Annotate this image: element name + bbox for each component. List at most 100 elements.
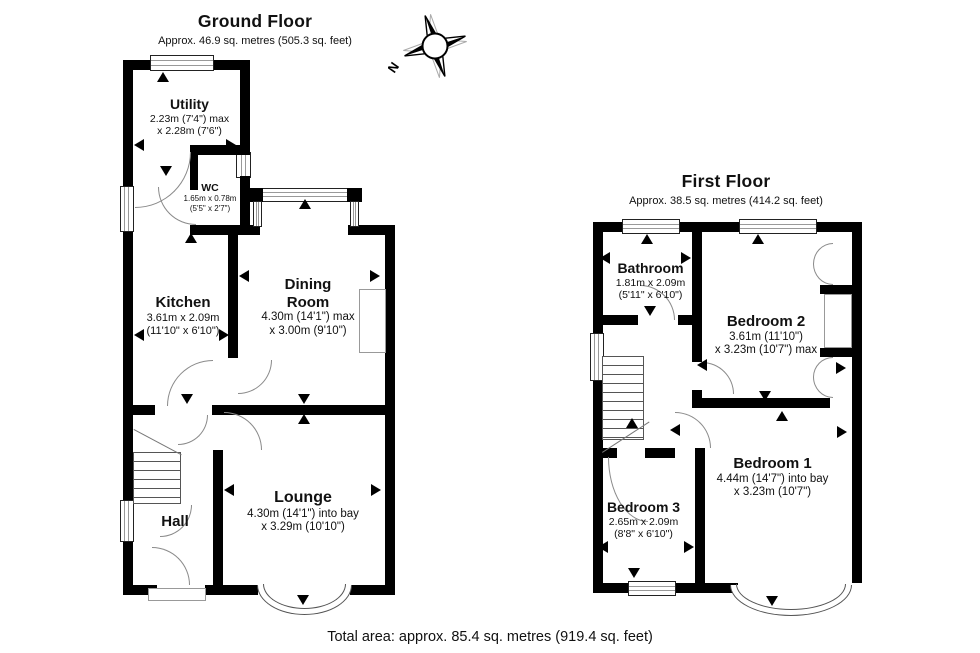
dimension-arrow-right [219,329,229,341]
wall [133,405,155,415]
wall [228,235,238,358]
window [236,152,251,178]
total-area-text: Total area: approx. 85.4 sq. metres (919… [327,629,653,645]
dimension-arrow-right [370,270,380,282]
wall [852,222,862,583]
door-arc [178,415,208,445]
dimension-arrow-up [776,411,788,421]
wall [123,232,133,502]
wall [205,585,258,595]
room-label-utility: Utility 2.23m (7'4") max x 2.28m (7'6") [137,96,242,137]
wall [190,145,250,155]
ground-floor-header: Ground Floor Approx. 46.9 sq. metres (50… [115,11,395,47]
room-label-bedroom-3: Bedroom 3 2.65m x 2.09m (8'8" x 6'10") [596,499,691,540]
room-dimensions: 3.61m x 2.09m [146,311,220,324]
dimension-arrow-up [185,233,197,243]
window [739,219,817,234]
wall [248,188,263,202]
ground-floor-subtitle: Approx. 46.9 sq. metres (505.3 sq. feet) [158,35,352,47]
window [628,581,676,596]
room-label-bedroom-1: Bedroom 1 4.44m (14'7") into bay x 3.23m… [690,455,855,500]
dimension-arrow-up [298,414,310,424]
dimension-arrow-left [239,270,249,282]
room-dimensions: x 3.23m (10'7") max [714,344,818,357]
wall [213,450,223,595]
room-dimensions: 2.65m x 2.09m [608,515,679,528]
front-door-arc [152,547,190,585]
room-dimensions: (5'5" x 2'7") [189,203,231,213]
dimension-arrow-down [644,306,656,316]
dimension-arrow-up [641,234,653,244]
ground-floor-title: Ground Floor [197,11,313,31]
room-name: Bedroom 3 [606,499,681,515]
dimension-arrow-up [157,72,169,82]
dimension-arrow-down [160,166,172,176]
wall [190,225,260,235]
window [590,333,604,381]
room-dimensions: 2.23m (7'4") max [149,112,230,125]
dimension-arrow-down [766,596,778,606]
wall [692,222,702,362]
wall [695,398,830,408]
room-dimensions: x 2.28m (7'6") [157,124,222,137]
room-label-bedroom-2: Bedroom 2 3.61m (11'10") x 3.23m (10'7")… [695,313,837,358]
dimension-arrow-left [600,252,610,264]
door-arc [224,412,262,450]
chimney-breast [824,294,852,348]
room-dimensions: 4.30m (14'1") max [261,311,355,324]
room-name: Utility [170,96,209,112]
room-label-lounge: Lounge 4.30m (14'1") into bay x 3.29m (1… [233,489,373,535]
dimension-arrow-up [299,199,311,209]
room-label-dining-room: Dining Room 4.30m (14'1") max x 3.00m (9… [240,276,376,339]
window [350,201,359,227]
dimension-arrow-left [598,541,608,553]
dimension-arrow-right [684,541,694,553]
wall [593,315,638,325]
window [622,219,680,234]
bay-window [730,584,852,616]
room-name: Bedroom 2 [726,313,806,330]
room-dimensions: 4.30m (14'1") into bay [247,507,359,520]
dimension-arrow-right [837,426,847,438]
wall [603,448,617,458]
closet-door-arc [813,377,833,398]
wall [593,381,603,593]
first-floor-subtitle: Approx. 38.5 sq. metres (414.2 sq. feet) [629,195,823,207]
wall [190,145,198,190]
dimension-arrow-down [628,568,640,578]
room-name: Bathroom [617,260,684,276]
room-name: Dining Room [284,276,332,311]
room-dimensions: x 3.00m (9'10") [269,324,347,337]
room-dimensions: 1.81m x 2.09m [615,276,686,289]
room-dimensions: x 3.23m (10'7") [733,486,812,499]
room-dimensions: (8'8" x 6'10") [614,527,673,540]
room-label-hall: Hall [152,513,198,531]
compass-rose-icon: N [388,14,467,78]
wall [593,222,862,232]
first-floor-title: First Floor [681,171,771,191]
wall [240,176,250,235]
stairs [133,452,181,504]
window [120,186,134,232]
wall [123,60,133,188]
window [150,55,214,71]
wall [123,542,133,595]
wall [678,315,702,325]
dimension-arrow-right [371,484,381,496]
wall [212,405,395,415]
dimension-arrow-left [134,139,144,151]
dimension-arrow-down [298,394,310,404]
compass-north-label: N [388,59,402,75]
room-dimensions: (11'10" x 6'10") [146,324,220,337]
room-name: Bedroom 1 [733,455,812,472]
dimension-arrow-up [752,234,764,244]
dimension-arrow-down [297,595,309,605]
dimension-arrow-down [181,394,193,404]
room-dimensions: 3.61m (11'10") [729,330,803,343]
front-door-threshold [148,588,206,601]
closet-door-arc [813,357,833,377]
wall [820,348,852,357]
wall [240,60,250,154]
window [253,201,262,227]
